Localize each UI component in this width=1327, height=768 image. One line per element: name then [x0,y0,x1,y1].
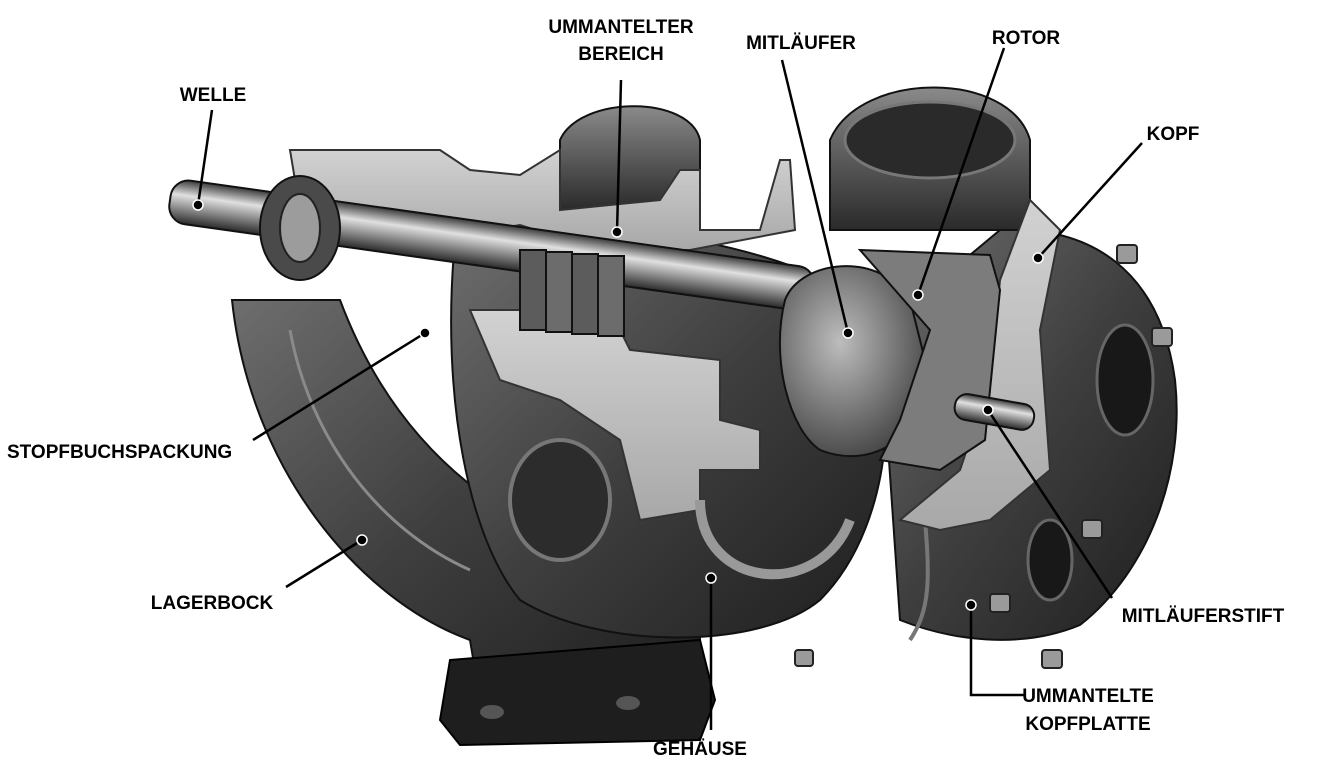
label-mitlaeufer: MITLÄUFER [746,33,856,54]
leader-stopfbuchspackung [252,331,426,442]
bearing-inner [279,193,321,263]
head-plate-ring [908,519,930,642]
foot-hole-left [480,705,504,719]
label-rotor: ROTOR [992,28,1061,49]
dot-ummantelte-kopfplatte [965,599,977,611]
label-ummantelte-kopfplatte-line1: UMMANTELTE [1022,686,1154,707]
foot-hole-right [616,696,640,710]
idler-pin [953,393,1036,431]
base-foot [438,638,717,747]
packing-rings [519,249,625,337]
casing-port-cut [695,499,855,580]
label-lagerbock: LAGERBOCK [151,593,274,614]
label-gehaeuse: GEHÄUSE [653,739,747,760]
dot-mitlaeuferstift [982,404,994,416]
leader-rotor [916,47,1006,296]
leader-ummantelter-bereich [615,79,623,233]
top-port-left [559,105,701,211]
dot-mitlaeufer [842,327,854,339]
dot-rotor [912,289,924,301]
head-bolts [794,244,1173,669]
bracket-rib [288,329,471,572]
dot-stopfbuchspackung [419,327,431,339]
label-stopfbuchspackung: STOPFBUCHSPACKUNG [7,442,232,463]
leader-mitlaeufer [780,59,850,334]
dot-welle [192,199,204,211]
casing-port [508,438,612,562]
leader-welle [196,109,214,206]
lower-port [1026,518,1074,602]
leader-lines [196,47,1143,730]
label-ummantelter-bereich-line2: BEREICH [578,44,664,65]
leader-kopf [1037,142,1143,259]
top-port-right-bore [843,100,1017,180]
dot-ummantelter-bereich [611,226,623,238]
label-ummantelte-kopfplatte-line2: KOPFPLATTE [1025,714,1150,735]
leader-ummantelte-kopfplatte [969,605,1025,697]
label-ummantelter-bereich-line1: UMMANTELTER [548,17,694,38]
leader-lagerbock [285,538,363,589]
labels: UMMANTELTER BEREICH MITLÄUFER ROTOR WELL… [7,17,1285,760]
label-mitlaeuferstift: MITLÄUFERSTIFT [1122,606,1285,627]
leader-mitlaeuferstift [986,409,1114,599]
dot-kopf [1032,252,1044,264]
label-kopf: KOPF [1147,124,1200,145]
jacket-cut-lower [468,309,761,522]
side-port [1095,323,1155,437]
pump-illustration [168,86,1178,747]
dot-lagerbock [356,534,368,546]
leader-dots [192,199,1044,611]
dot-gehaeuse [705,572,717,584]
label-welle: WELLE [180,85,247,106]
